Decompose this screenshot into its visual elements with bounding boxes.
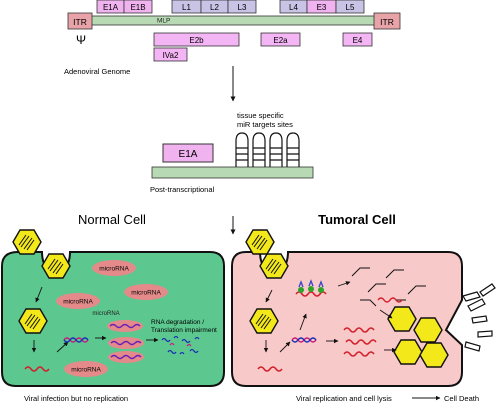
mir-target-hairpins <box>235 132 300 167</box>
genome-backbone <box>89 15 377 26</box>
normal-cell: microRNA microRNA microRNA microRNA micr… <box>1 229 225 387</box>
psi-symbol: Ψ <box>76 33 86 47</box>
viral-dna-tumor <box>291 297 403 343</box>
virus-inside-tumor <box>249 308 279 334</box>
tumoral-cell <box>231 229 463 387</box>
virus-outside-normal <box>12 229 42 255</box>
gene-e2a-label: E2a <box>273 36 288 45</box>
itr-right-label: ITR <box>380 17 394 27</box>
degraded-rna-fragments <box>161 335 200 355</box>
construct-caption: Post-transcriptional <box>150 185 215 194</box>
gene-e4-label: E4 <box>353 36 363 45</box>
itr-right <box>373 12 401 30</box>
gene-e2b-label: E2b <box>189 36 204 45</box>
arrow-t7 <box>379 309 393 319</box>
gene-iva2 <box>153 47 188 62</box>
degradation-label-1: RNA degradation / <box>151 319 204 326</box>
gene-l3-label: L3 <box>238 3 247 12</box>
gene-l4-label: L4 <box>289 3 298 12</box>
construct: tissue specific miR targets sites E1A Po… <box>150 111 314 194</box>
gene-l5 <box>335 0 365 14</box>
gene-e2b <box>153 32 240 47</box>
mirna-blob-4 <box>64 361 108 377</box>
mirna-blob-3 <box>56 293 100 309</box>
normal-cell-title: Normal Cell <box>78 212 146 227</box>
arrow-t3 <box>279 341 291 353</box>
mirna-label-5: microRNA <box>92 311 119 317</box>
ribosome-translation <box>295 279 327 297</box>
mirna-blob-1 <box>92 260 136 276</box>
mirna-blob-2 <box>124 284 168 300</box>
progeny-virion-1 <box>387 306 417 332</box>
progeny-virion-4 <box>419 342 449 368</box>
arrow-t4 <box>299 313 307 331</box>
mlp-label: MLP <box>157 18 170 25</box>
gene-e2a <box>260 32 301 47</box>
construct-backbone <box>151 166 314 179</box>
mrna-red-normal <box>24 366 50 372</box>
mirna-label-4: microRNA <box>71 367 101 374</box>
gene-l1-label: L1 <box>182 3 191 12</box>
virus-entering-normal <box>41 253 71 279</box>
genome-caption: Adenoviral Genome <box>64 67 130 76</box>
mirna-label-1: microRNA <box>99 266 129 273</box>
gene-e1b-label: E1B <box>130 3 145 12</box>
adenoviral-genome: MLP ITR ITR Ψ E1A E1B L1 L2 L3 L4 E3 L5 … <box>64 0 401 76</box>
gene-e1b <box>123 0 153 14</box>
gene-l2-label: L2 <box>210 3 219 12</box>
gene-e3-label: E3 <box>317 3 327 12</box>
progeny-virion-2 <box>413 317 443 343</box>
virus-entering-tumor <box>259 253 289 279</box>
viral-mrna-tumor <box>257 327 377 372</box>
itr-left-label: ITR <box>73 17 87 27</box>
viral-dna-normal <box>63 337 89 343</box>
gene-l5-label: L5 <box>346 3 355 12</box>
virus-inside-normal <box>18 308 48 334</box>
gene-e4 <box>342 32 373 47</box>
arrow-n1 <box>35 286 43 303</box>
degradation-label-2: Translation impairment <box>151 327 217 334</box>
capsid-proteins <box>351 267 426 307</box>
arrow-t6 <box>337 281 351 287</box>
gene-e1a-label: E1A <box>103 3 119 12</box>
gene-l3 <box>227 0 257 14</box>
arrow-t1 <box>265 289 273 303</box>
cell-death-label: Cell Death <box>444 394 479 403</box>
gene-iva2-label: IVa2 <box>163 51 179 60</box>
targets-label-1: tissue specific <box>237 111 284 120</box>
itr-left <box>67 12 93 30</box>
lysis-fragments <box>462 283 496 352</box>
virus-outside-tumor <box>245 229 275 255</box>
construct-e1a-label: E1A <box>179 149 198 160</box>
arrow-n3 <box>56 341 69 353</box>
construct-e1a <box>162 143 214 163</box>
mirna-mrna-complexes <box>107 320 144 363</box>
mirna-label-2: microRNA <box>131 290 161 297</box>
normal-cell-caption: Viral infection but no replication <box>24 394 128 403</box>
tumoral-cell-caption: Viral replication and cell lysis <box>296 394 392 403</box>
progeny-virion-3 <box>393 339 423 365</box>
mirna-label-3: microRNA <box>63 299 93 306</box>
tumoral-cell-title: Tumoral Cell <box>318 212 396 227</box>
targets-label-2: miR targets sites <box>237 120 293 129</box>
